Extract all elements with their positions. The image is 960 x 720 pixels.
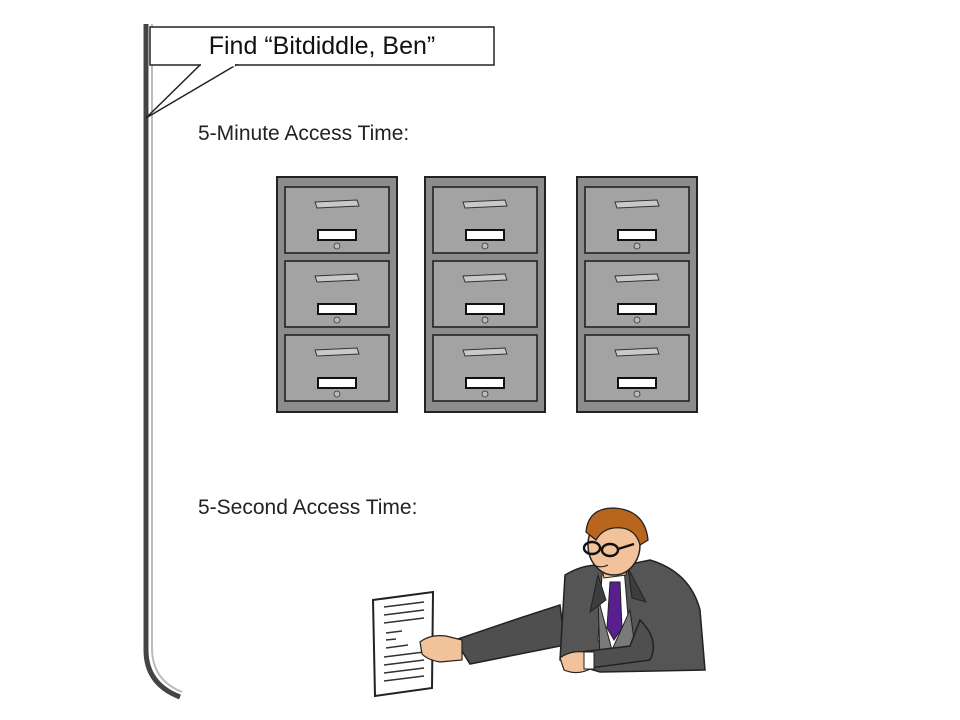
cabinet-drawer [284, 334, 390, 402]
fast-access-label: 5-Second Access Time: [198, 496, 418, 519]
filing-cabinet-icon [424, 176, 546, 413]
cabinet-drawer [432, 260, 538, 328]
speech-bubble-text: Find “Bitdiddle, Ben” [208, 32, 436, 60]
cabinet-drawer [584, 334, 690, 402]
document-icon [371, 590, 435, 698]
frame-border [143, 24, 181, 700]
cabinet-drawer [284, 186, 390, 254]
filing-cabinet-icon [276, 176, 398, 413]
slow-access-label: 5-Minute Access Time: [198, 122, 410, 145]
cabinet-drawer [284, 260, 390, 328]
office-worker-icon [419, 507, 706, 674]
filing-cabinets [276, 176, 698, 413]
cabinet-drawer [584, 186, 690, 254]
speech-bubble [145, 26, 495, 119]
frame-border-highlight [151, 24, 183, 693]
cabinet-drawer [432, 334, 538, 402]
cabinet-drawer [584, 260, 690, 328]
cabinet-drawer [432, 186, 538, 254]
filing-cabinet-icon [576, 176, 698, 413]
